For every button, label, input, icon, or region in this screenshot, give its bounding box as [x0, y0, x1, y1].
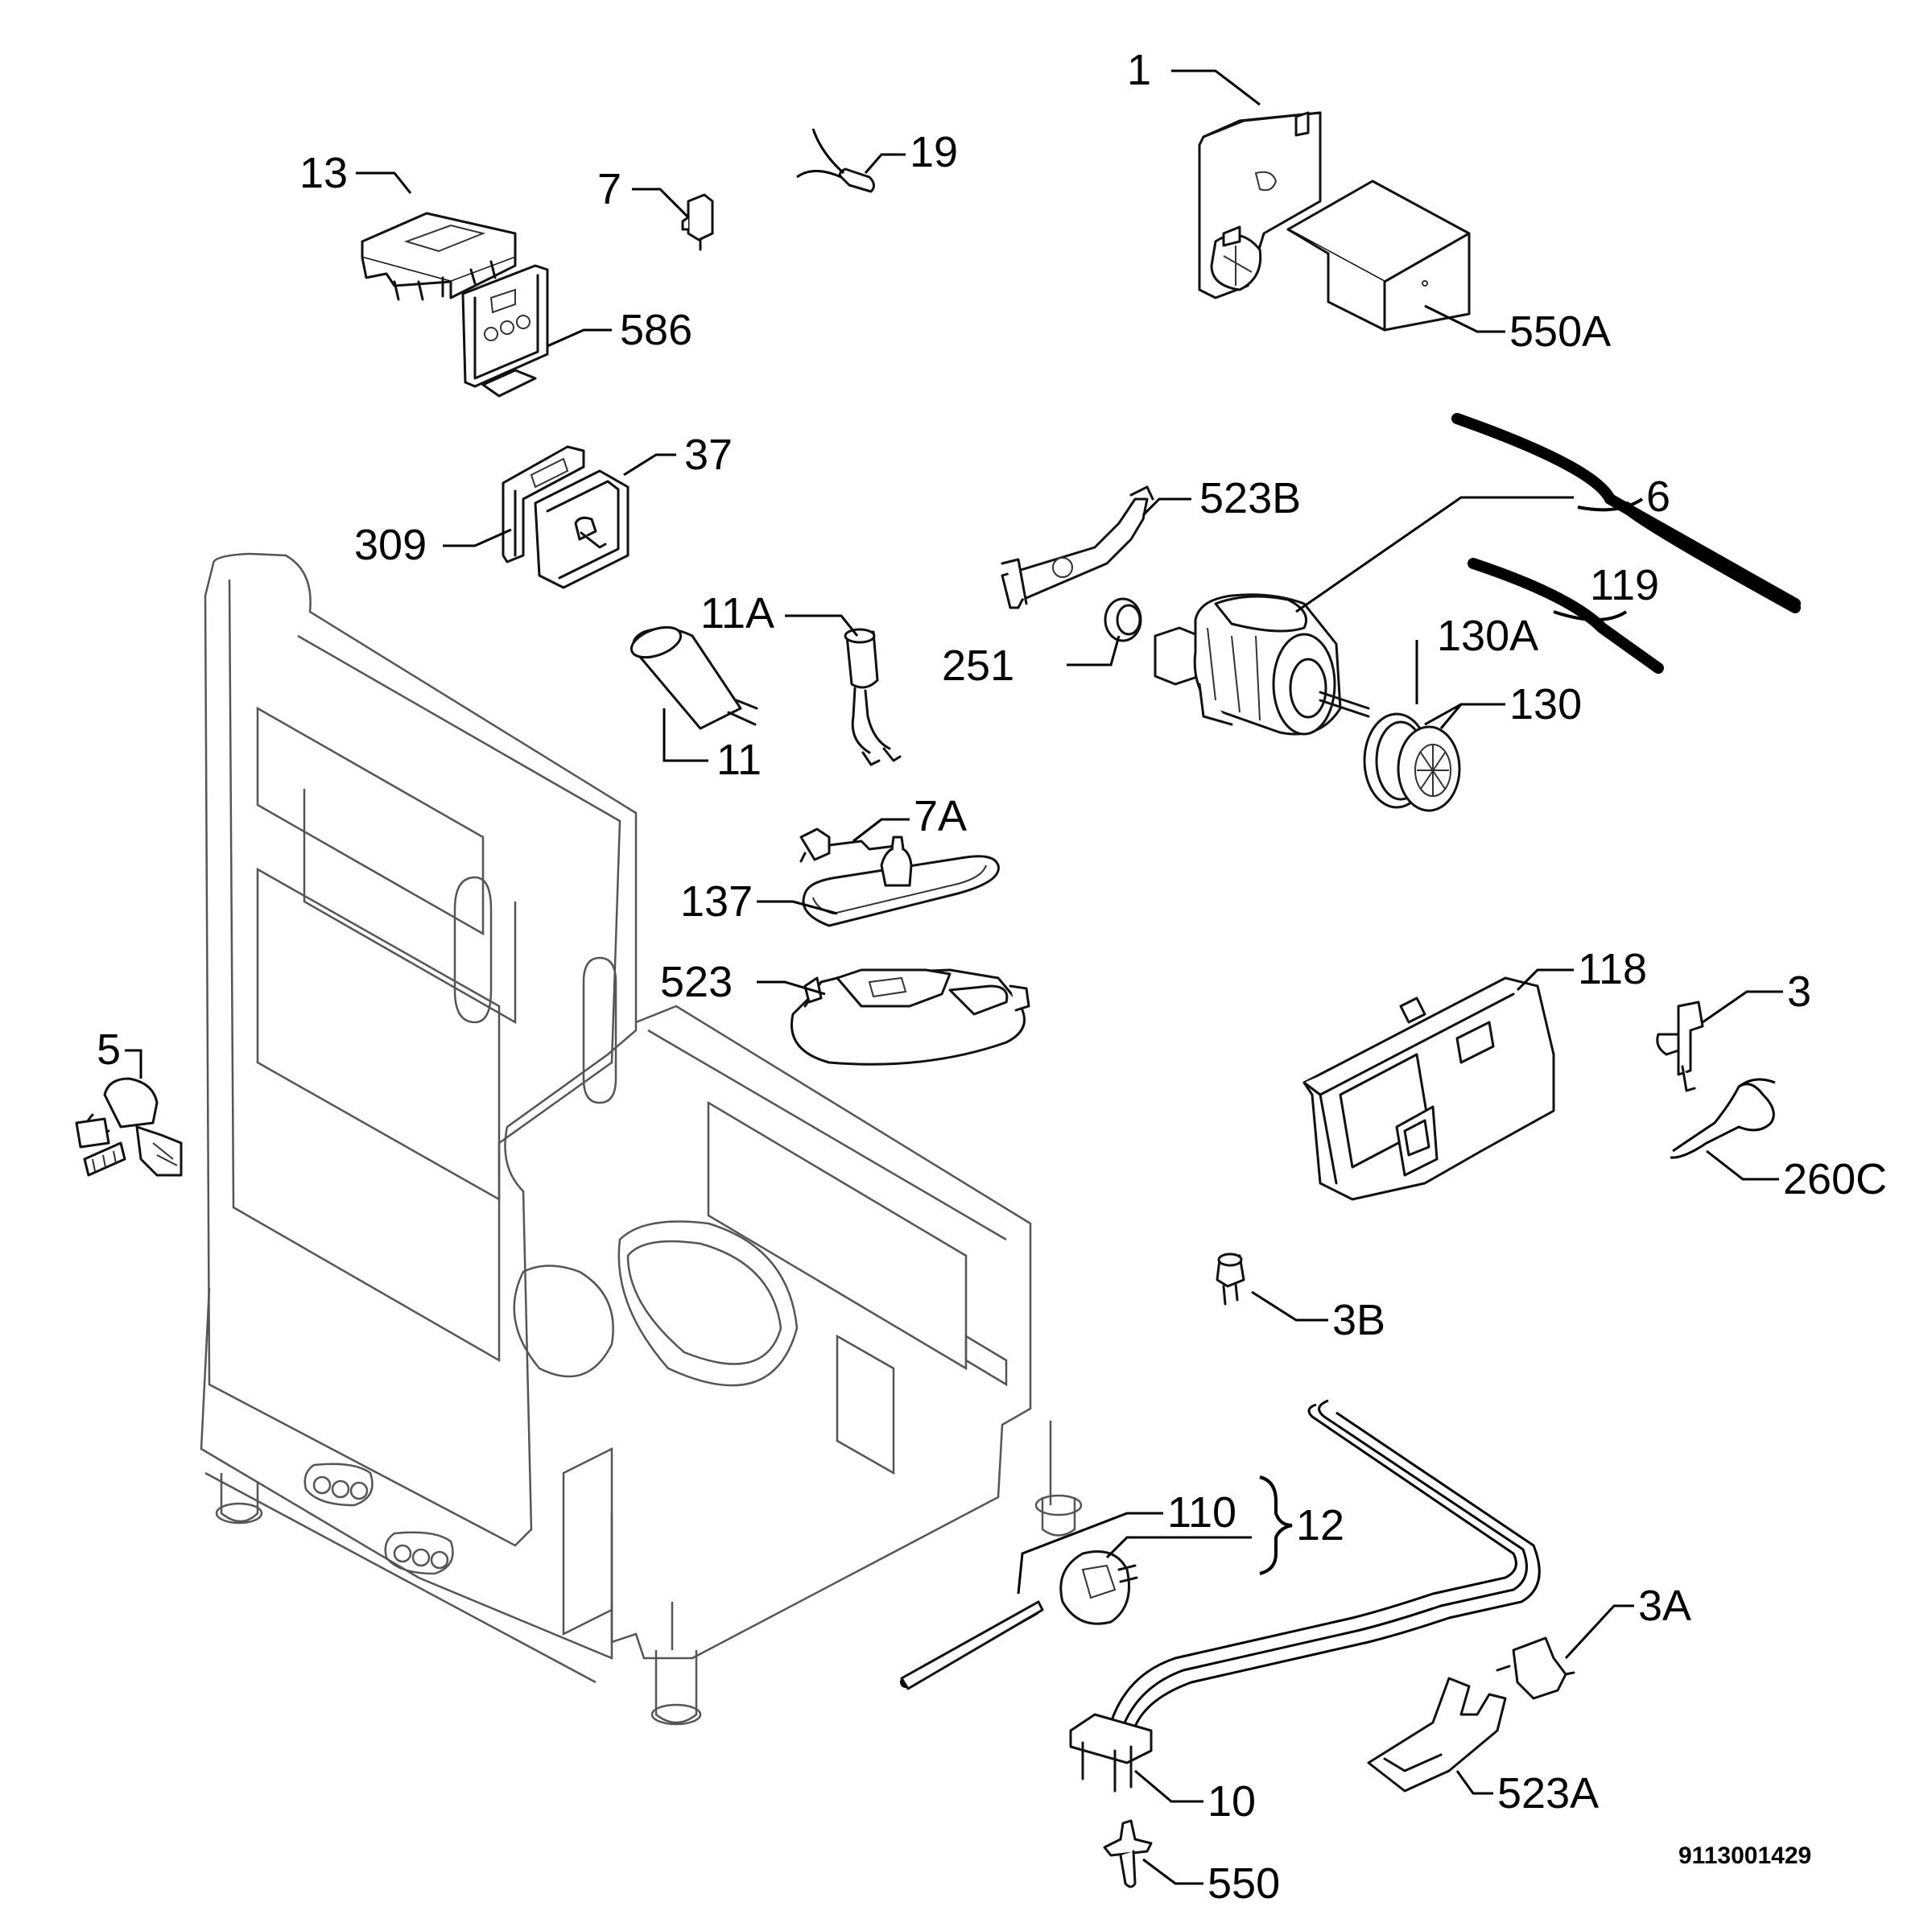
part-3a-clip: [1496, 1636, 1575, 1700]
callout-7a: 7A: [914, 792, 967, 840]
callout-523: 523: [660, 958, 733, 1006]
callout-5: 5: [97, 1025, 121, 1074]
dishwasher-base-frame: [200, 552, 1083, 1726]
callout-19: 19: [910, 128, 958, 176]
callout-130: 130: [1509, 680, 1582, 728]
document-number: 9113001429: [1678, 1842, 1811, 1869]
part-11a-suppressor: [844, 628, 902, 766]
part-7a-sensor: [799, 827, 903, 863]
part-37-motor-element: [534, 469, 630, 589]
part-550a-module-box: [1286, 179, 1471, 332]
callout-11: 11: [716, 736, 762, 784]
callout-118: 118: [1578, 945, 1647, 993]
part-6-circulation-motor: [1154, 593, 1370, 736]
part-523a-bracket: [1367, 1677, 1507, 1793]
callout-3a: 3A: [1638, 1582, 1691, 1630]
callout-3: 3: [1787, 968, 1811, 1016]
part-5-inlet-valve: [75, 1077, 183, 1177]
part-586-bracket: [461, 264, 549, 398]
callout-6: 6: [1646, 472, 1670, 521]
part-110-pressure-switch: [900, 1550, 1138, 1690]
callout-110: 110: [1167, 1488, 1236, 1537]
brace-12: [1259, 1475, 1293, 1575]
part-523b-bracket: [1001, 485, 1154, 609]
brace-6: [1451, 413, 1801, 613]
callout-13: 13: [299, 149, 348, 197]
callout-7: 7: [597, 165, 621, 213]
part-523-filter-housing: [791, 968, 1030, 1066]
callout-37: 37: [684, 431, 733, 479]
part-3b-thermostat: [1216, 1252, 1245, 1306]
part-19-fuse: [796, 128, 875, 193]
part-1-timer-unit: [1198, 111, 1322, 299]
part-7-micro-switch: [681, 193, 714, 251]
brace-119: [1468, 558, 1664, 674]
callout-11a: 11A: [700, 589, 774, 638]
part-13-switch-block: [361, 212, 517, 301]
callout-137: 137: [680, 877, 753, 926]
part-130-impeller: [1363, 712, 1461, 812]
callout-523a: 523A: [1497, 1769, 1599, 1818]
callout-1: 1: [1127, 46, 1151, 94]
callout-3b: 3B: [1332, 1296, 1385, 1344]
callout-130a: 130A: [1437, 612, 1538, 660]
callout-523b: 523B: [1199, 474, 1301, 522]
callout-12: 12: [1296, 1501, 1344, 1549]
callout-251: 251: [942, 642, 1014, 690]
leader-lines: [125, 69, 1783, 1885]
callout-labels: 1 13 7 19 586 550A 37 309 523B 6 119 11A…: [97, 46, 1887, 1908]
callout-119: 119: [1590, 561, 1659, 609]
callout-10: 10: [1208, 1777, 1256, 1826]
callout-260c: 260C: [1783, 1155, 1887, 1203]
part-260c-clip-spring: [1670, 1078, 1776, 1159]
part-3-switch: [1656, 1001, 1704, 1092]
part-309-holder: [502, 445, 585, 563]
part-11-capacitor: [630, 625, 758, 730]
callout-550a: 550A: [1509, 307, 1611, 356]
part-10-heating-element: [1069, 1399, 1541, 1793]
part-137-spray-arm: [802, 836, 1000, 927]
callout-309: 309: [354, 521, 427, 569]
callout-586: 586: [620, 306, 692, 354]
callout-550: 550: [1208, 1859, 1280, 1908]
part-251-grommet: [1104, 597, 1142, 642]
part-550-pin: [1103, 1819, 1153, 1888]
part-118-detergent-dispenser: [1302, 976, 1555, 1201]
